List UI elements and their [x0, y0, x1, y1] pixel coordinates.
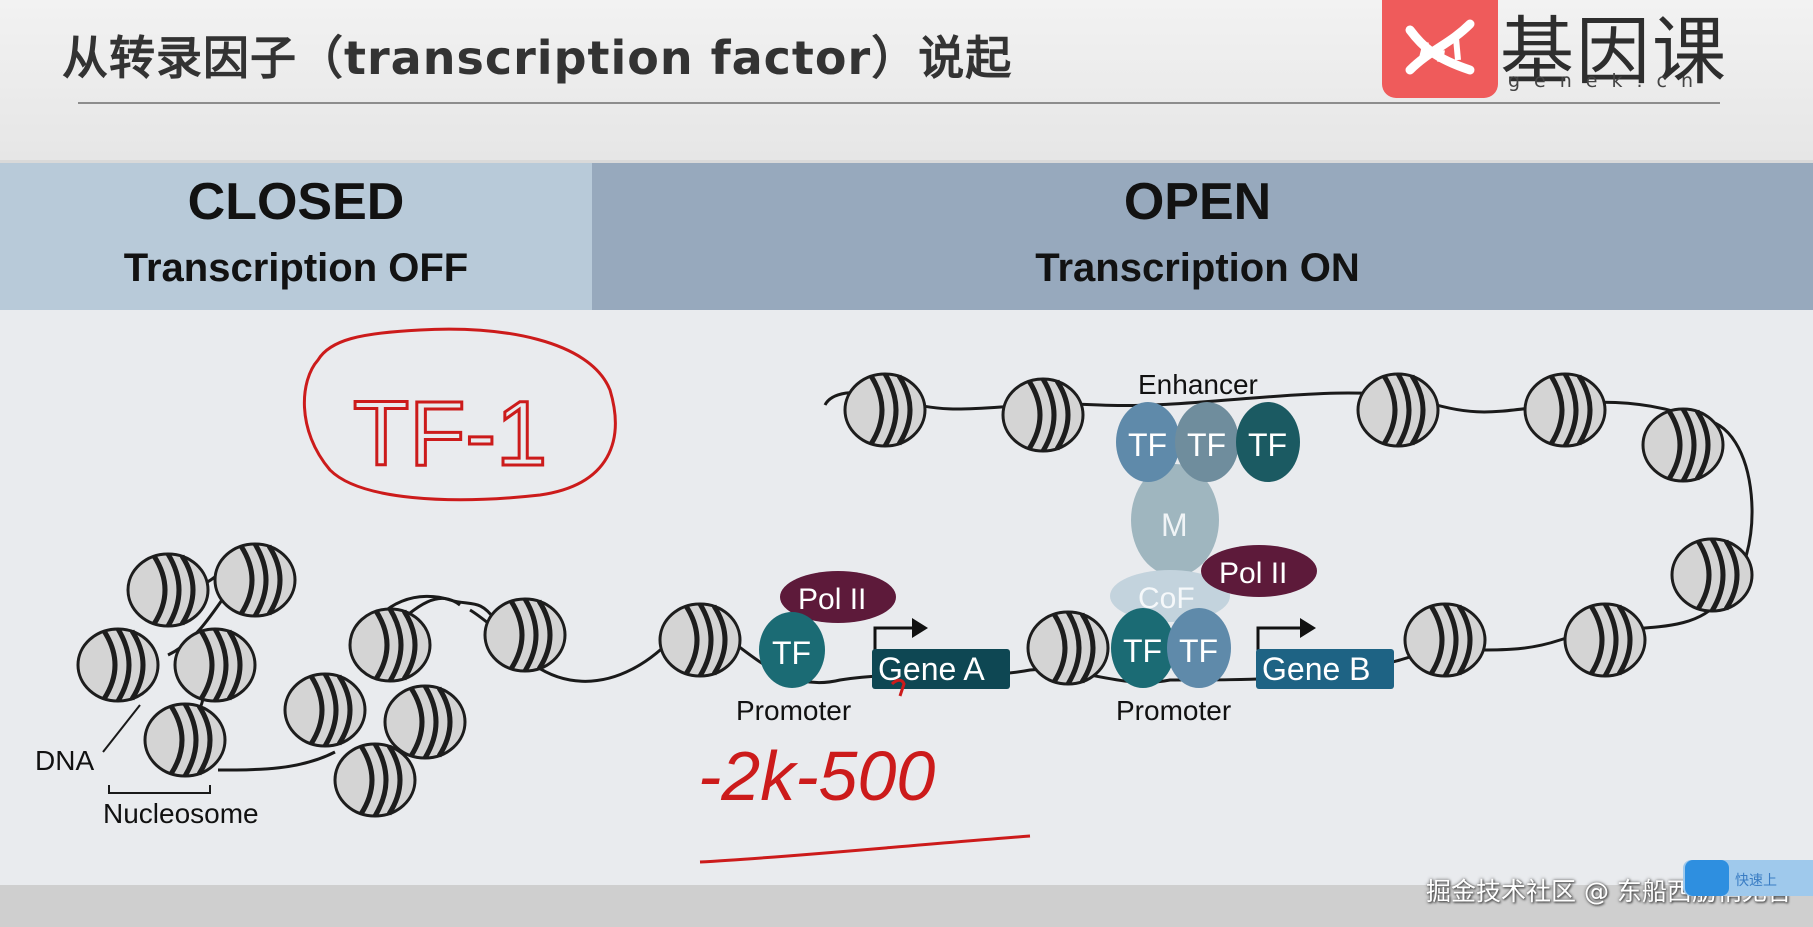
nucleosome: [1525, 374, 1605, 446]
nucleosome-label: Nucleosome: [103, 798, 259, 829]
dna-label: DNA: [35, 745, 94, 776]
bottom-strip: [0, 885, 1813, 927]
tf-label: TF: [1179, 633, 1218, 669]
nucleosome: [285, 674, 365, 746]
open-header: OPEN Transcription ON: [592, 172, 1803, 292]
nucleosome: [215, 544, 295, 616]
pol2-b: [1201, 545, 1317, 597]
dna-icon: [1405, 19, 1475, 75]
handwritten-mark: [890, 678, 906, 697]
mediator-m: [1131, 464, 1219, 576]
handwritten-tf1: TF-1: [353, 383, 547, 485]
open-band: [592, 163, 1813, 310]
tf-enhancer-3: [1236, 402, 1300, 482]
closed-band: [0, 163, 592, 310]
tf-promoter-b-2: [1167, 608, 1231, 688]
gene-a-box: [872, 649, 1010, 689]
pol2-b-label: Pol II: [1219, 557, 1287, 590]
tf-enhancer-2: [1175, 402, 1239, 482]
mediator-label: M: [1161, 507, 1188, 543]
tf-label: TF: [1248, 427, 1287, 463]
slide-header: [0, 0, 1813, 160]
tss-arrowhead-a: [912, 618, 928, 638]
nucleosome: [1003, 379, 1083, 451]
nucleosome: [1672, 539, 1752, 611]
promoter-a-label: Promoter: [736, 695, 851, 726]
tf-label: TF: [1123, 633, 1162, 669]
nucleosome: [175, 629, 255, 701]
title-divider: [78, 102, 1720, 104]
nucleosome: [1643, 409, 1723, 481]
open-title: OPEN: [1123, 173, 1272, 231]
nucleosome: [845, 374, 925, 446]
tf-promoter-a: [759, 612, 825, 688]
nucleosome: [335, 744, 415, 816]
closed-title: CLOSED: [187, 173, 405, 231]
logo-name: 基因课: [1500, 9, 1728, 95]
pol2-a-label: Pol II: [798, 583, 866, 616]
nucleosome-bracket: [108, 785, 211, 794]
tf-enhancer-1: [1116, 402, 1180, 482]
dna-pointer: [102, 704, 141, 753]
handwritten-range: -2k-500: [698, 737, 935, 815]
open-subtitle: Transcription ON: [1035, 246, 1360, 290]
closed-header: CLOSED Transcription OFF: [0, 172, 592, 292]
gene-b-label: Gene B: [1262, 651, 1371, 687]
tss-arrowhead-b: [1300, 618, 1316, 638]
tf-promoter-b-1: [1111, 608, 1175, 688]
nucleosome: [485, 599, 565, 671]
nucleosome: [1358, 374, 1438, 446]
nucleosome: [128, 554, 208, 626]
nucleosome: [350, 609, 430, 681]
nucleosome: [1028, 612, 1108, 684]
nucleosome: [1405, 604, 1485, 676]
promoter-b-label: Promoter: [1116, 695, 1231, 726]
gene-b-box: [1256, 649, 1394, 689]
corner-badge-icon[interactable]: [1685, 860, 1729, 896]
enhancer-label: Enhancer: [1138, 369, 1258, 400]
handwritten-circle: [303, 327, 617, 502]
tf-label: TF: [1187, 427, 1226, 463]
logo-domain: genek.cn: [1508, 70, 1708, 92]
nucleosome: [78, 629, 158, 701]
slide-title: 从转录因子（transcription factor）说起: [62, 31, 1013, 85]
nucleosome: [385, 686, 465, 758]
corner-badge-text[interactable]: 快速上: [1735, 873, 1777, 889]
closed-subtitle: Transcription OFF: [123, 246, 469, 290]
nucleosome: [145, 704, 225, 776]
nucleosome: [1565, 604, 1645, 676]
tf-label: TF: [772, 635, 811, 671]
pol2-a: [780, 571, 896, 623]
nucleosome: [660, 604, 740, 676]
handwritten-underline: [699, 834, 1031, 864]
tf-label: TF: [1128, 427, 1167, 463]
logo-dna-icon: [1382, 0, 1498, 98]
